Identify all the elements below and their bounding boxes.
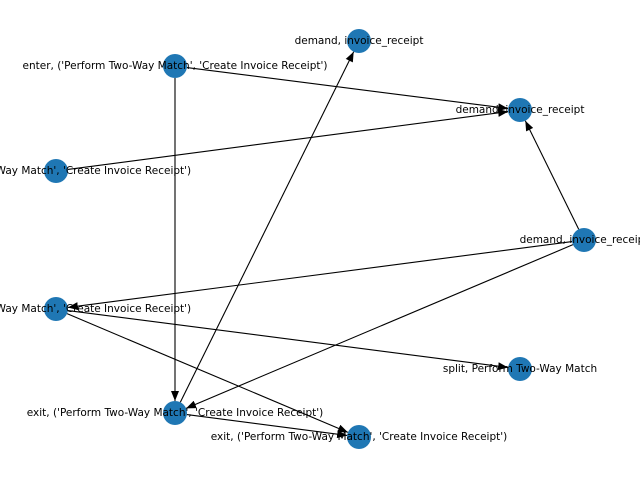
graph-node-n5 bbox=[572, 228, 596, 252]
edge-n5-n6 bbox=[67, 241, 573, 311]
node-label-n4: ('Perform Two-Way Match', 'Create Invoic… bbox=[0, 165, 191, 177]
node-label-n3: demand, invoice_receipt bbox=[456, 104, 585, 116]
edge-n5-n8 bbox=[185, 244, 574, 409]
node-label-n9: exit, ('Perform Two-Way Match', 'Create … bbox=[211, 431, 507, 443]
edge-n8-n9 bbox=[186, 414, 348, 439]
node-label-n1: demand, invoice_receipt bbox=[295, 35, 424, 47]
graph-node-n6 bbox=[44, 297, 68, 321]
node-label-n6: ('Perform Two-Way Match', 'Create Invoic… bbox=[0, 303, 191, 315]
node-label-n2: enter, ('Perform Two-Way Match', 'Create… bbox=[23, 60, 328, 72]
edge-n2-n3 bbox=[186, 66, 509, 112]
edge-n8-n1 bbox=[179, 51, 355, 403]
edge-n6-n9 bbox=[66, 313, 349, 433]
graph-node-n8 bbox=[163, 401, 187, 425]
graph-node-n3 bbox=[508, 98, 532, 122]
graph-node-n9 bbox=[347, 425, 371, 449]
edge-n4-n3 bbox=[67, 108, 509, 170]
graph-node-n7 bbox=[508, 357, 532, 381]
node-label-n8: exit, ('Perform Two-Way Match', 'Create … bbox=[27, 407, 323, 419]
edge-n6-n7 bbox=[67, 309, 509, 371]
node-label-n7: split, Perform Two-Way Match bbox=[443, 363, 597, 375]
edges-layer bbox=[66, 51, 580, 439]
labels-layer: demand, invoice_receipt enter, ('Perform … bbox=[0, 35, 640, 443]
graph-node-n1 bbox=[347, 29, 371, 53]
node-label-n5: demand, invoice_receipt bbox=[520, 234, 640, 246]
nodes-layer bbox=[44, 29, 596, 449]
graph-node-n2 bbox=[163, 54, 187, 78]
graph-node-n4 bbox=[44, 159, 68, 183]
edge-n5-n3 bbox=[524, 120, 580, 230]
